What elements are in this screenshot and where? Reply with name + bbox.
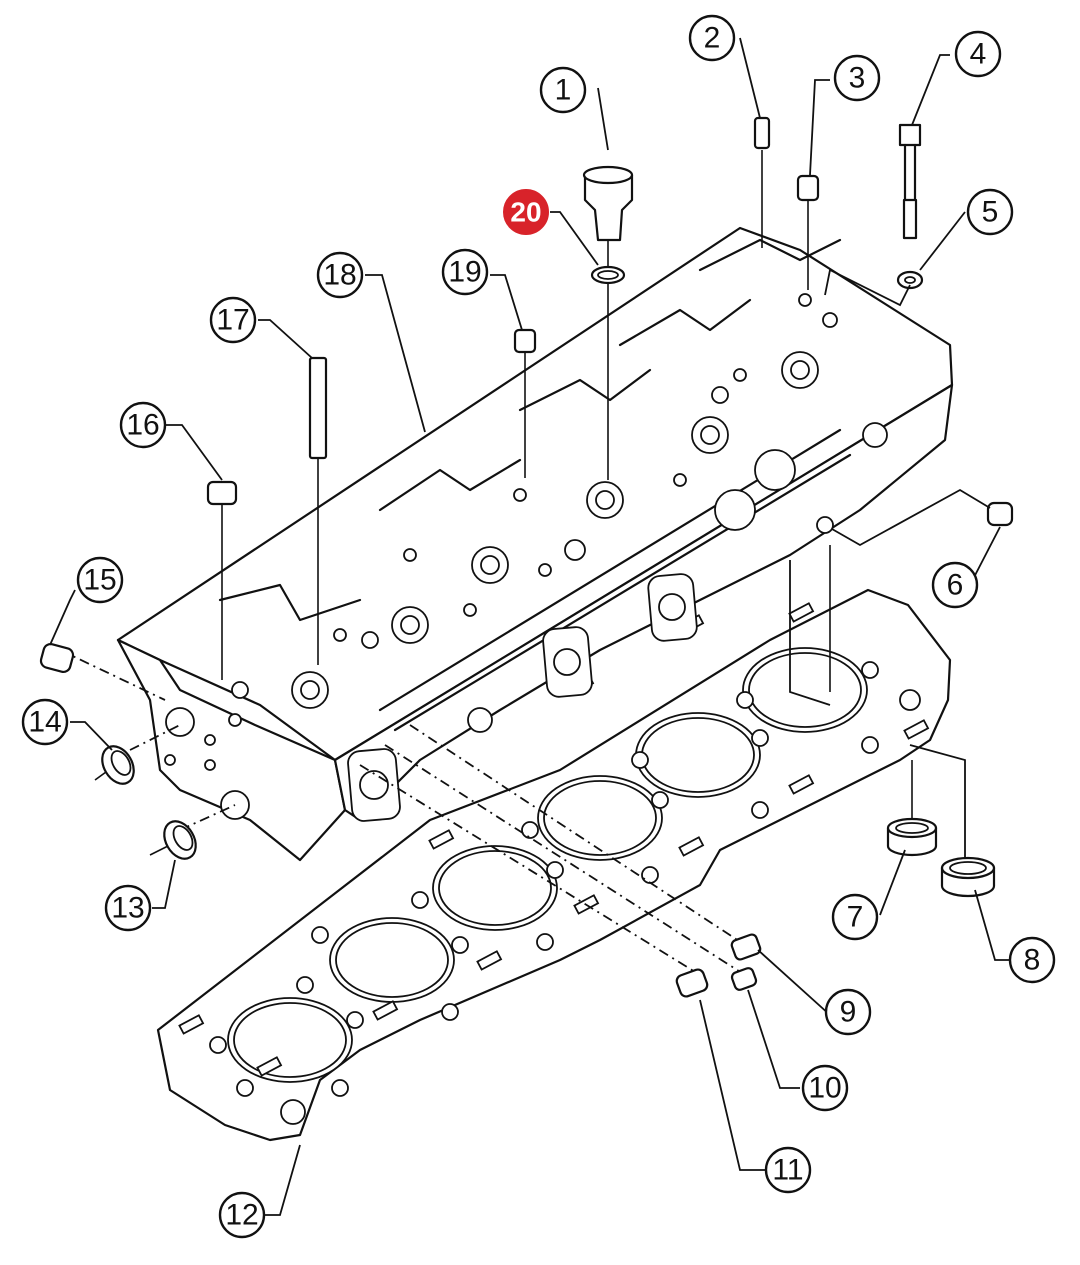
callout-label: 8 bbox=[1024, 944, 1041, 977]
callout-18: 18 bbox=[316, 251, 364, 299]
callout-label: 13 bbox=[111, 892, 144, 925]
o-ring bbox=[590, 265, 626, 285]
callout-20: 20 bbox=[503, 189, 549, 235]
callout-13: 13 bbox=[104, 884, 152, 932]
bolt-4 bbox=[898, 123, 922, 240]
head-gasket bbox=[156, 588, 952, 1142]
callout-label: 14 bbox=[28, 706, 61, 739]
pushrod-lines bbox=[789, 545, 831, 706]
seal-13 bbox=[149, 820, 197, 860]
callout-label: 4 bbox=[970, 38, 987, 71]
callout-11: 11 bbox=[764, 1146, 812, 1194]
seal-ring-8 bbox=[909, 744, 996, 898]
callout-label: 5 bbox=[982, 196, 999, 229]
leader-lines bbox=[49, 37, 1010, 1216]
callout-label: 16 bbox=[126, 409, 159, 442]
callout-label: 20 bbox=[510, 197, 541, 228]
dowel-15 bbox=[39, 642, 75, 674]
exhaust-port bbox=[347, 573, 698, 822]
valve-cluster bbox=[291, 351, 819, 709]
callout-label: 19 bbox=[448, 256, 481, 289]
callout-label: 10 bbox=[808, 1072, 841, 1105]
callout-1: 1 bbox=[539, 66, 587, 114]
callout-label: 17 bbox=[216, 304, 249, 337]
callout-16: 16 bbox=[119, 401, 167, 449]
callout-15: 15 bbox=[76, 556, 124, 604]
dowel-3 bbox=[796, 174, 820, 290]
dowel-16 bbox=[206, 480, 238, 680]
plug-10 bbox=[730, 967, 758, 991]
callout-10: 10 bbox=[801, 1064, 849, 1112]
callout-5: 5 bbox=[966, 188, 1014, 236]
seal-ring-7 bbox=[886, 760, 938, 857]
callout-8: 8 bbox=[1008, 936, 1056, 984]
plug-9 bbox=[730, 933, 762, 961]
callout-7: 7 bbox=[831, 893, 879, 941]
callout-label: 6 bbox=[947, 569, 964, 602]
dowel-19 bbox=[513, 328, 537, 478]
tube-17 bbox=[308, 356, 328, 665]
callout-label: 9 bbox=[840, 996, 857, 1029]
callout-9: 9 bbox=[824, 988, 872, 1036]
callout-2: 2 bbox=[688, 14, 736, 62]
callout-3: 3 bbox=[833, 54, 881, 102]
plug-11 bbox=[675, 968, 709, 998]
callout-label: 7 bbox=[847, 901, 864, 934]
callout-label: 2 bbox=[704, 22, 721, 55]
cylinder-head bbox=[116, 226, 954, 862]
callout-label: 18 bbox=[323, 259, 356, 292]
callout-17: 17 bbox=[209, 296, 257, 344]
callout-label: 1 bbox=[555, 74, 572, 107]
callout-12: 12 bbox=[218, 1191, 266, 1239]
washer-5 bbox=[824, 268, 924, 307]
center-lines bbox=[59, 649, 746, 976]
callout-label: 12 bbox=[225, 1199, 258, 1232]
callout-19: 19 bbox=[441, 248, 489, 296]
seal-14 bbox=[94, 745, 135, 785]
callout-6: 6 bbox=[931, 561, 979, 609]
dowel-6 bbox=[816, 488, 1014, 547]
dowel-pin-2 bbox=[753, 116, 771, 248]
callout-label: 15 bbox=[83, 564, 116, 597]
callout-4: 4 bbox=[954, 30, 1002, 78]
injector-sleeve bbox=[582, 165, 634, 480]
callout-label: 3 bbox=[849, 62, 866, 95]
callout-label: 11 bbox=[772, 1154, 803, 1187]
callout-14: 14 bbox=[21, 698, 69, 746]
